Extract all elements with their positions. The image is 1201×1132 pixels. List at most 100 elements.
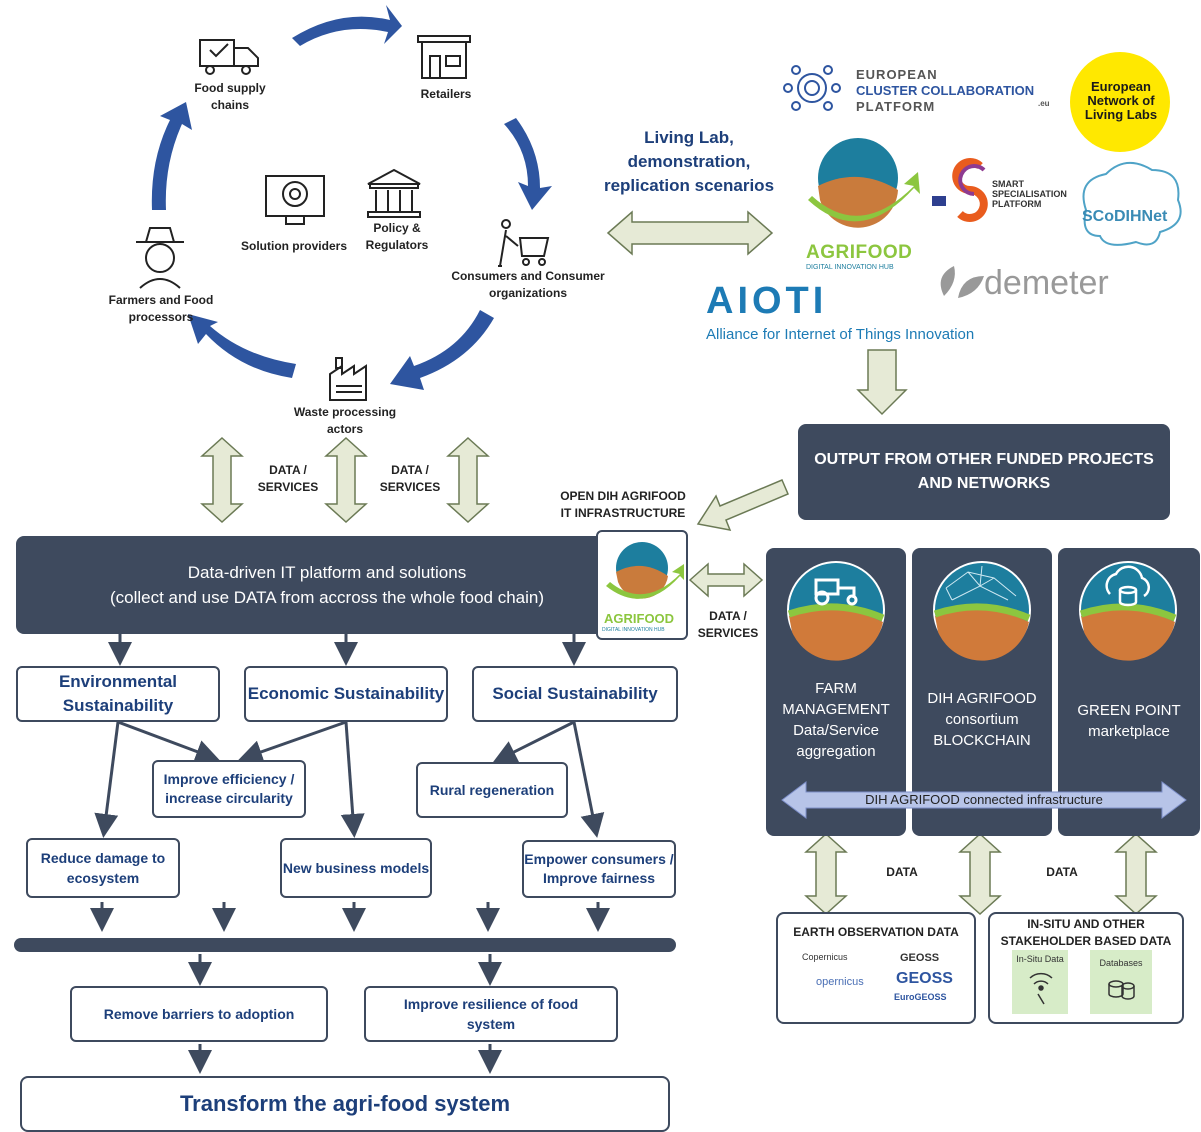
platform-agrifood-badge-logo	[606, 542, 684, 599]
rural-regeneration-box: Rural regeneration	[416, 762, 568, 818]
improve-efficiency-box: Improve efficiency / increase circularit…	[152, 760, 306, 818]
blockchain-label: DIH AGRIFOOD consortium BLOCKCHAIN	[927, 690, 1037, 749]
green-point-label: GREEN POINT marketplace	[1077, 702, 1181, 740]
open-dih-label: OPEN DIH AGRIFOOD IT INFRASTRUCTURE	[560, 489, 686, 520]
env-to-reduce	[94, 721, 120, 838]
data-services-label-2: DATA / SERVICES	[379, 463, 441, 494]
connected-infrastructure-arrow	[781, 781, 1187, 819]
food-supply-chains-label: Food supply chains	[194, 81, 266, 112]
service-icons	[781, 561, 1187, 819]
earth-observation-box	[776, 912, 976, 1024]
platform-agrifood-name: AGRIFOOD	[604, 611, 675, 626]
building-icon	[367, 168, 421, 218]
insitu-icons	[1029, 972, 1135, 1005]
scodihnet-label: SCoDIHNet	[1082, 208, 1168, 225]
gear-monitor-icon	[265, 175, 325, 225]
cycle-arrow-top	[292, 5, 402, 46]
s3-logo-mark	[932, 158, 988, 222]
econ-to-efficiency	[238, 720, 347, 764]
copernicus-label: Copernicus	[802, 952, 848, 962]
economic-sustainability-box: Economic Sustainability	[244, 666, 448, 722]
platform-agrifood-sub: DIGITAL INNOVATION HUB	[602, 627, 665, 633]
s3-line3: PLATFORM	[992, 199, 1042, 209]
data-services-label-3: DATA / SERVICES	[697, 609, 759, 640]
data-double-arrow-center	[958, 832, 1002, 916]
reduce-damage-box: Reduce damage to ecosystem	[26, 838, 180, 898]
new-business-box: New business models	[280, 838, 432, 898]
platform-box: Data-driven IT platform and solutions (c…	[16, 536, 678, 634]
environmental-sustainability-box: Environmental Sustainability	[16, 666, 220, 722]
data-double-arrow-1	[200, 436, 244, 524]
data-double-arrow-insitu	[1114, 832, 1158, 916]
empower-consumers-box: Empower consumers / Improve fairness	[522, 840, 676, 898]
data-double-arrow-earth	[804, 832, 848, 916]
copernicus-logo-text: opernicus	[816, 976, 864, 988]
farmer-icon	[136, 227, 184, 289]
merge-bar	[14, 938, 676, 952]
output-box: OUTPUT FROM OTHER FUNDED PROJECTS AND NE…	[798, 424, 1170, 520]
earth-observation-title: EARTH OBSERVATION DATA	[793, 925, 959, 939]
data-double-arrow-3	[446, 436, 490, 524]
database-stack-icon	[1108, 980, 1135, 1000]
agrifood-logo-name: AGRIFOOD	[806, 242, 913, 263]
cycle-arrow-right	[504, 118, 552, 210]
platform-services-double-arrow	[688, 562, 764, 598]
eurogeoss-label: EuroGEOSS	[894, 992, 947, 1002]
aioti-label: AIOTI	[706, 280, 828, 322]
data-services-label-1: DATA / SERVICES	[257, 463, 319, 494]
farmers-label: Farmers and Food processors	[108, 293, 214, 324]
solution-providers-label: Solution providers	[240, 239, 347, 253]
policy-label: Policy & Regulators	[365, 221, 429, 252]
living-lab-double-arrow	[606, 210, 774, 256]
waste-label: Waste processing actors	[293, 405, 397, 436]
demeter-label: demeter	[984, 264, 1109, 302]
agrifood-logo-top	[808, 138, 920, 228]
s3-line1: SMART	[992, 179, 1024, 189]
eccp-line1: EUROPEAN	[856, 67, 938, 82]
eccp-line3: PLATFORM	[856, 99, 936, 114]
shopping-cart-icon	[498, 219, 550, 267]
logos-down-arrow	[856, 349, 908, 416]
social-to-empower	[572, 721, 605, 838]
insitu-data-label: In-Situ Data	[1016, 954, 1064, 964]
geoss-label: GEOSS	[900, 952, 940, 964]
platform-line2: (collect and use DATA from accross the w…	[109, 588, 544, 607]
demeter-leaf-icon	[940, 266, 984, 298]
retailers-label: Retailers	[420, 87, 472, 101]
aioti-sub: Alliance for Internet of Things Innovati…	[706, 326, 975, 343]
data-label-1: DATA	[886, 865, 918, 879]
eccp-line2: CLUSTER COLLABORATION	[856, 83, 1035, 98]
databases-label: Databases	[1099, 958, 1143, 968]
geoss-logo-text: GEOSS	[896, 970, 953, 987]
econ-to-business	[340, 721, 365, 838]
data-label-2: DATA	[1046, 865, 1078, 879]
eccp-eu: .eu	[1038, 99, 1050, 108]
social-to-rural	[492, 720, 575, 763]
enoll-logo	[1070, 52, 1170, 152]
cloud-database-icon	[1079, 561, 1177, 661]
transform-box: Transform the agri-food system	[20, 1076, 670, 1132]
enoll-label: European Network of Living Labs	[1084, 79, 1158, 122]
improve-resilience-box: Improve resilience of food system	[364, 986, 618, 1042]
connected-infrastructure-label: DIH AGRIFOOD connected infrastructure	[865, 792, 1103, 807]
cycle-arrow-bottom-left	[188, 314, 296, 378]
scodihnet-logo	[1082, 162, 1182, 246]
truck-icon	[199, 39, 259, 75]
s3-line2: SPECIALISATION	[992, 189, 1067, 199]
data-double-arrow-2	[324, 436, 368, 524]
insitu-data-tile	[1012, 950, 1068, 1014]
social-sustainability-box: Social Sustainability	[472, 666, 678, 722]
cycle-arrow-bottom-right	[390, 310, 494, 390]
output-to-platform-arrow	[696, 479, 789, 531]
platform-line1: Data-driven IT platform and solutions	[187, 563, 467, 582]
factory-icon	[329, 357, 367, 401]
insitu-title: IN-SITU AND OTHER STAKEHOLDER BASED DATA	[1000, 917, 1172, 948]
remove-barriers-box: Remove barriers to adoption	[70, 986, 328, 1042]
farm-management-label: FARM MANAGEMENT Data/Service aggregation	[782, 680, 890, 760]
env-to-efficiency	[117, 720, 220, 763]
agrifood-logo-sub: DIGITAL INNOVATION HUB	[806, 264, 894, 271]
living-lab-label: Living Lab, demonstration, replication s…	[603, 128, 775, 195]
blockchain-network-icon	[933, 561, 1031, 661]
antenna-icon	[1029, 972, 1053, 1005]
eccp-logo-mark	[783, 65, 841, 111]
